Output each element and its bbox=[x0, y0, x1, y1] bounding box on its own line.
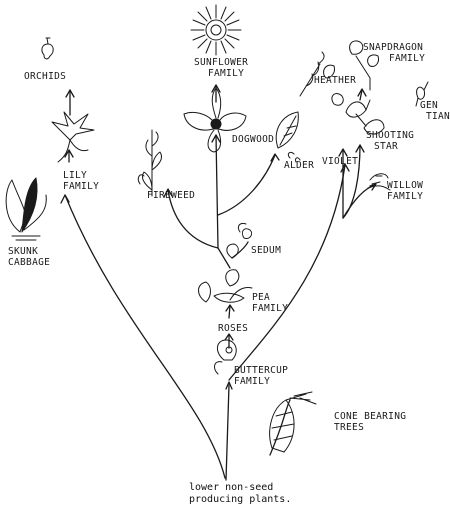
label-shooting: SHOOTING bbox=[366, 130, 415, 141]
arrowheads bbox=[60, 84, 377, 390]
label-shooting-star: SHOOTING STAR bbox=[366, 130, 414, 152]
label-cone-bearing-trees: CONE BEARING TREES bbox=[334, 411, 406, 433]
label-orchids: ORCHIDS bbox=[24, 71, 67, 82]
label-pea-family: PEA FAMILY bbox=[252, 292, 288, 314]
label-lily-family: LILY FAMILY bbox=[63, 170, 99, 192]
willow-drawing bbox=[367, 173, 391, 191]
label-violet: VIOLET bbox=[322, 156, 359, 167]
gentian-drawing bbox=[415, 81, 429, 107]
label-lily: LILY bbox=[63, 170, 88, 181]
label-buttercup: BUTTERCUP bbox=[234, 365, 289, 376]
label-gentian-1: GEN bbox=[420, 100, 439, 111]
label-cone-bearing: CONE BEARING bbox=[334, 411, 407, 422]
label-snapdragon-family: SNAPDRAGON FAMILY bbox=[363, 42, 425, 64]
label-heather: HEATHER bbox=[314, 75, 357, 86]
label-skunk: SKUNK bbox=[8, 246, 39, 257]
snapdragon-drawing bbox=[349, 40, 379, 91]
sunflower-drawing bbox=[190, 4, 242, 56]
label-star: STAR bbox=[374, 141, 399, 152]
label-root-line1: lower non-seed bbox=[189, 482, 274, 493]
label-pea-family-word: FAMILY bbox=[252, 303, 289, 314]
label-roses: ROSES bbox=[218, 323, 249, 334]
label-lily-family-word: FAMILY bbox=[63, 181, 100, 192]
label-buttercup-family-word: FAMILY bbox=[234, 376, 271, 387]
skunk-cabbage-drawing bbox=[5, 177, 47, 241]
cone-drawing bbox=[269, 391, 317, 453]
lily-drawing bbox=[51, 111, 95, 163]
label-gentian: GEN TIAN bbox=[420, 100, 450, 122]
label-snapdragon-family-word: FAMILY bbox=[389, 53, 426, 64]
sedum-drawing bbox=[226, 223, 253, 259]
label-willow: WILLOW bbox=[387, 180, 424, 191]
label-skunk-cabbage: SKUNK CABBAGE bbox=[8, 246, 50, 268]
label-willow-family-word: FAMILY bbox=[387, 191, 424, 202]
label-fireweed: FIREWEED bbox=[147, 190, 196, 201]
dogwood-drawing bbox=[183, 87, 247, 153]
label-sedum: SEDUM bbox=[251, 245, 282, 256]
label-root: lower non-seed producing plants. bbox=[189, 482, 291, 506]
violet-drawing bbox=[331, 93, 344, 106]
label-root-line2: producing plants. bbox=[189, 494, 292, 505]
orchid-drawing bbox=[41, 37, 54, 60]
label-snapdragon: SNAPDRAGON bbox=[363, 42, 424, 53]
tree-branches bbox=[64, 84, 376, 481]
pea-drawing bbox=[198, 269, 253, 303]
alder-drawing bbox=[275, 111, 301, 163]
label-sunflower: SUNFLOWER bbox=[194, 57, 249, 68]
label-buttercup-family: BUTTERCUP FAMILY bbox=[234, 365, 288, 387]
label-pea: PEA bbox=[252, 292, 271, 303]
label-gentian-2: TIAN bbox=[426, 111, 450, 122]
buttercup-drawing bbox=[214, 339, 237, 375]
label-sunflower-family: SUNFLOWER FAMILY bbox=[194, 57, 248, 79]
label-alder: ALDER bbox=[284, 160, 315, 171]
heather-drawing bbox=[299, 51, 335, 97]
label-dogwood: DOGWOOD bbox=[232, 134, 275, 145]
fireweed-drawing bbox=[137, 129, 163, 197]
label-trees: TREES bbox=[334, 422, 365, 433]
label-cabbage: CABBAGE bbox=[8, 257, 51, 268]
shooting-star-drawing bbox=[345, 99, 385, 135]
label-sunflower-family-word: FAMILY bbox=[208, 68, 245, 79]
label-willow-family: WILLOW FAMILY bbox=[387, 180, 423, 202]
